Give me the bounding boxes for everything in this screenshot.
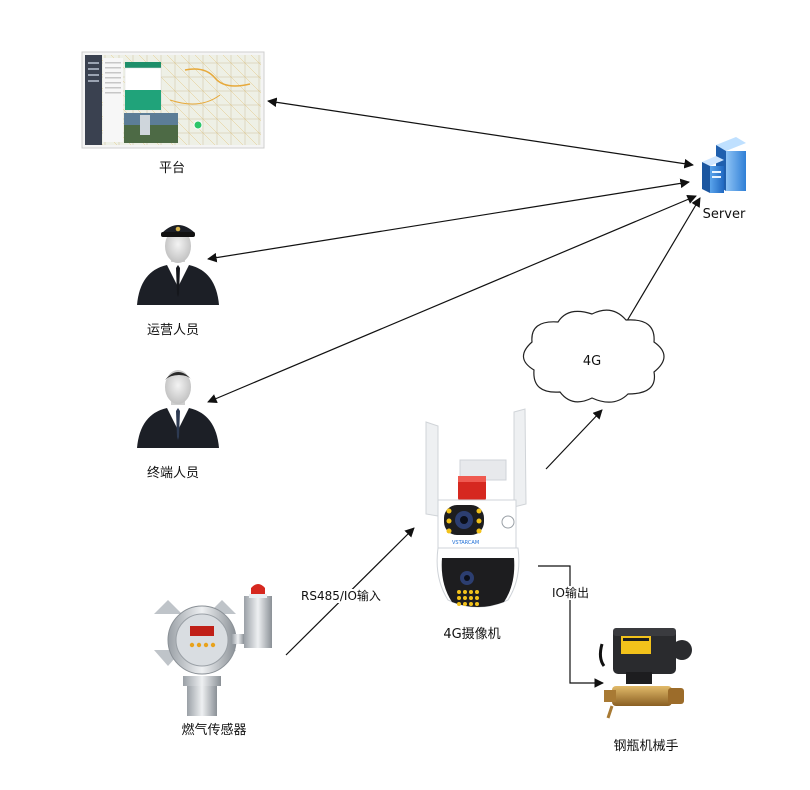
server-icon	[702, 137, 746, 193]
platform-screenshot	[81, 51, 265, 149]
terminal-label: 终端人员	[146, 466, 200, 481]
platform-label: 平台	[158, 161, 186, 176]
server-label: Server	[702, 207, 746, 222]
edge-camera-network	[545, 409, 603, 470]
edge-operator-server	[207, 178, 690, 263]
edge-terminal-server	[207, 194, 697, 404]
edge-camera-valve	[538, 565, 604, 688]
operator-avatar	[137, 225, 219, 305]
edge-platform-server	[267, 97, 694, 169]
edge-label-rs485-io-input: RS485/IO输入	[301, 589, 381, 603]
edge-label-io-output: IO输出	[552, 586, 589, 600]
camera-device: VSTARCAM	[425, 408, 527, 608]
sensor-label: 燃气传感器	[181, 723, 247, 738]
edge-network-server	[620, 197, 701, 332]
operator-label: 运营人员	[146, 323, 200, 338]
valve-actuator-device	[598, 628, 692, 719]
gas-sensor-device	[154, 584, 272, 716]
camera-label: 4G摄像机	[443, 627, 501, 642]
camera-brand-text: VSTARCAM	[452, 540, 479, 546]
network-cloud	[522, 309, 665, 403]
valve-label: 钢瓶机械手	[613, 739, 679, 754]
terminal-avatar	[137, 370, 219, 448]
network-label: 4G	[582, 354, 602, 369]
